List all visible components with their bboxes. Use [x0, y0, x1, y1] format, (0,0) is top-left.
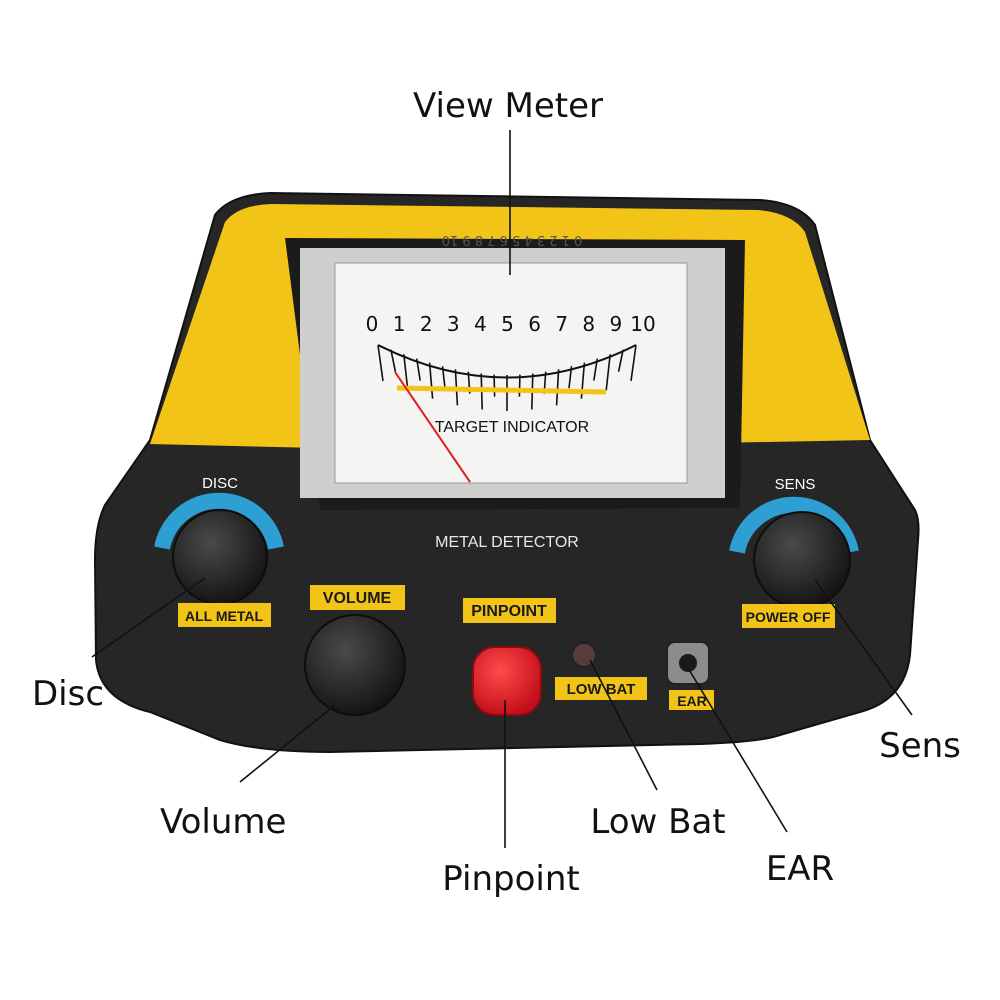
leader-ear — [687, 667, 788, 833]
meter-tick — [377, 344, 384, 382]
meter-tick — [518, 374, 521, 397]
brand-label: METAL DETECTOR — [435, 534, 579, 551]
meter-tick — [605, 354, 611, 391]
meter-scale-number: 6 — [528, 312, 541, 336]
meter-needle — [394, 371, 471, 483]
meter-tick — [617, 349, 624, 372]
callout-ear: EAR — [766, 849, 834, 889]
meter-scale-number: 1 — [393, 312, 406, 336]
volume-plate — [310, 585, 405, 610]
meter-scale-number: 8 — [582, 312, 595, 336]
meter-tick — [630, 344, 637, 382]
sens-ring — [729, 496, 859, 554]
volume-label: VOLUME — [323, 590, 392, 607]
ear-jack-hole — [679, 654, 697, 672]
meter-scale-number: 3 — [447, 312, 460, 336]
sens-knob[interactable] — [753, 511, 851, 609]
meter-scale-number: 10 — [630, 312, 655, 336]
pinpoint-label: PINPOINT — [471, 603, 547, 620]
callout-low-bat: Low Bat — [590, 802, 725, 842]
callout-view-meter: View Meter — [413, 86, 603, 126]
low-bat-group: LOW BAT — [555, 642, 647, 700]
meter-scale-number: 4 — [474, 312, 487, 336]
sens-knob-group[interactable]: SENS POWER OFF — [729, 476, 859, 628]
ear-label: EAR — [677, 693, 707, 709]
meter-scale-number: 7 — [555, 312, 568, 336]
meter-tick — [428, 362, 434, 399]
callout-sens: Sens — [879, 726, 961, 766]
meter-reflection: 0 1 2 3 4 5 6 7 8 9 10 — [442, 232, 583, 247]
meter-scale-number: 5 — [501, 312, 514, 336]
meter-tick — [403, 354, 409, 391]
meter-caption: TARGET INDICATOR — [435, 419, 589, 436]
low-bat-label: LOW BAT — [567, 681, 636, 698]
callout-disc: Disc — [32, 674, 104, 714]
meter-tick — [555, 369, 560, 406]
meter-tick — [390, 349, 397, 372]
meter-scale-number: 9 — [610, 312, 623, 336]
leader-volume — [239, 704, 336, 783]
meter-tick — [493, 374, 496, 397]
ear-plate — [669, 690, 714, 710]
pinpoint-button[interactable] — [472, 646, 542, 716]
volume-knob-group[interactable]: VOLUME — [304, 585, 406, 716]
meter-yellow-arc — [396, 385, 607, 395]
power-off-label: POWER OFF — [746, 609, 831, 625]
meter-scale-number: 2 — [420, 312, 433, 336]
disc-knob-group[interactable]: DISC ALL METAL — [154, 475, 284, 627]
volume-knob[interactable] — [304, 614, 406, 716]
ear-group[interactable]: EAR — [666, 641, 714, 710]
all-metal-label: ALL METAL — [185, 608, 263, 624]
callout-pinpoint: Pinpoint — [442, 859, 579, 899]
disc-ring-label: DISC — [202, 475, 238, 492]
disc-ring — [154, 492, 284, 550]
sens-ring-label: SENS — [775, 476, 816, 493]
meter-face — [334, 262, 688, 484]
power-off-plate — [742, 604, 835, 628]
meter-arc — [377, 344, 637, 379]
meter-scale-number: 0 — [366, 312, 379, 336]
pinpoint-plate — [463, 598, 556, 623]
leader-sens — [814, 579, 913, 716]
meter-ticks — [377, 344, 637, 411]
callout-volume: Volume — [160, 802, 286, 842]
pinpoint-group[interactable]: PINPOINT — [463, 598, 556, 716]
leader-low-bat — [589, 659, 658, 791]
low-bat-plate — [555, 677, 647, 700]
all-metal-plate — [178, 603, 271, 627]
leader-disc — [91, 577, 206, 658]
